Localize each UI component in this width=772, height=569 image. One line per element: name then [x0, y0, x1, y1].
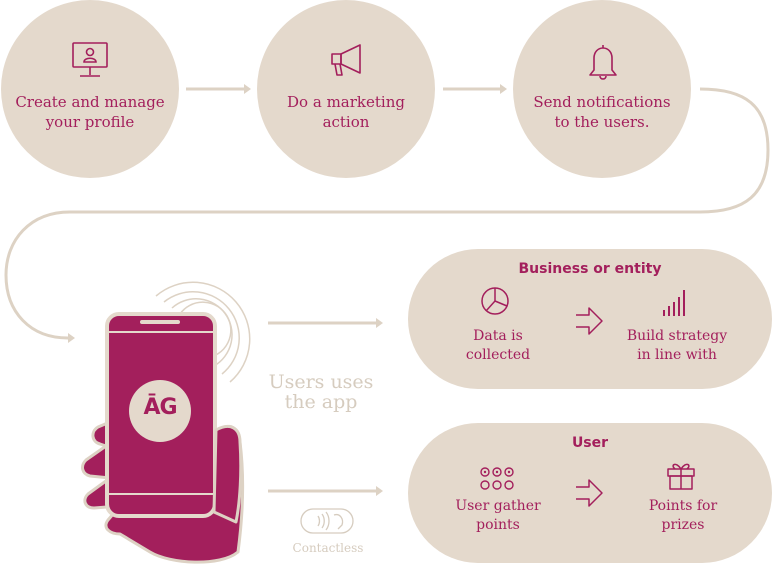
pie-chart-icon: [481, 287, 509, 315]
step-label-line1: Create and manage: [15, 93, 165, 111]
step-label-line1: Do a marketing: [287, 93, 405, 111]
step-label-line2: to the users.: [554, 113, 650, 131]
user-left-line1: User gather: [455, 498, 541, 514]
business-right-line1: Build strategy: [626, 328, 728, 344]
bar-chart-icon: [663, 290, 685, 316]
step-marketing-action: Do a marketing action: [257, 0, 435, 178]
monitor-user-icon: [72, 42, 108, 77]
arrow-right-icon: [576, 307, 603, 335]
user-right-line1: Points for: [648, 498, 718, 514]
contactless-label: Contactless: [292, 541, 364, 555]
signal-waves-icon: [155, 281, 251, 383]
user-panel: User User gather points Points for prize…: [408, 423, 772, 563]
business-left-line1: Data is: [473, 328, 523, 344]
points-dots-icon: [480, 467, 514, 490]
app-logo: ĀG: [143, 395, 177, 420]
business-left-line2: collected: [465, 347, 531, 363]
business-title: Business or entity: [518, 261, 662, 277]
business-panel: Business or entity Data is collected Bui…: [408, 249, 772, 389]
user-title: User: [571, 435, 609, 451]
step-label-line1: Send notifications: [533, 93, 671, 111]
step-label-line2: action: [322, 113, 370, 131]
user-right-line2: prizes: [661, 517, 705, 533]
user-left-line2: points: [476, 517, 520, 533]
phone-in-hand-illustration: [81, 281, 251, 564]
gift-icon: [667, 463, 695, 490]
contactless-card-icon: [300, 508, 354, 534]
phone-caption-line1: Users uses: [268, 371, 374, 393]
phone-caption-line2: the app: [284, 391, 358, 413]
megaphone-icon: [331, 44, 361, 76]
business-right-line2: in line with: [637, 347, 717, 363]
bell-icon: [589, 45, 617, 80]
arrow-right-icon: [576, 479, 603, 507]
step-create-profile: Create and manage your profile: [1, 0, 179, 178]
step-label-line2: your profile: [45, 113, 135, 131]
step-send-notifications: Send notifications to the users.: [513, 0, 691, 178]
